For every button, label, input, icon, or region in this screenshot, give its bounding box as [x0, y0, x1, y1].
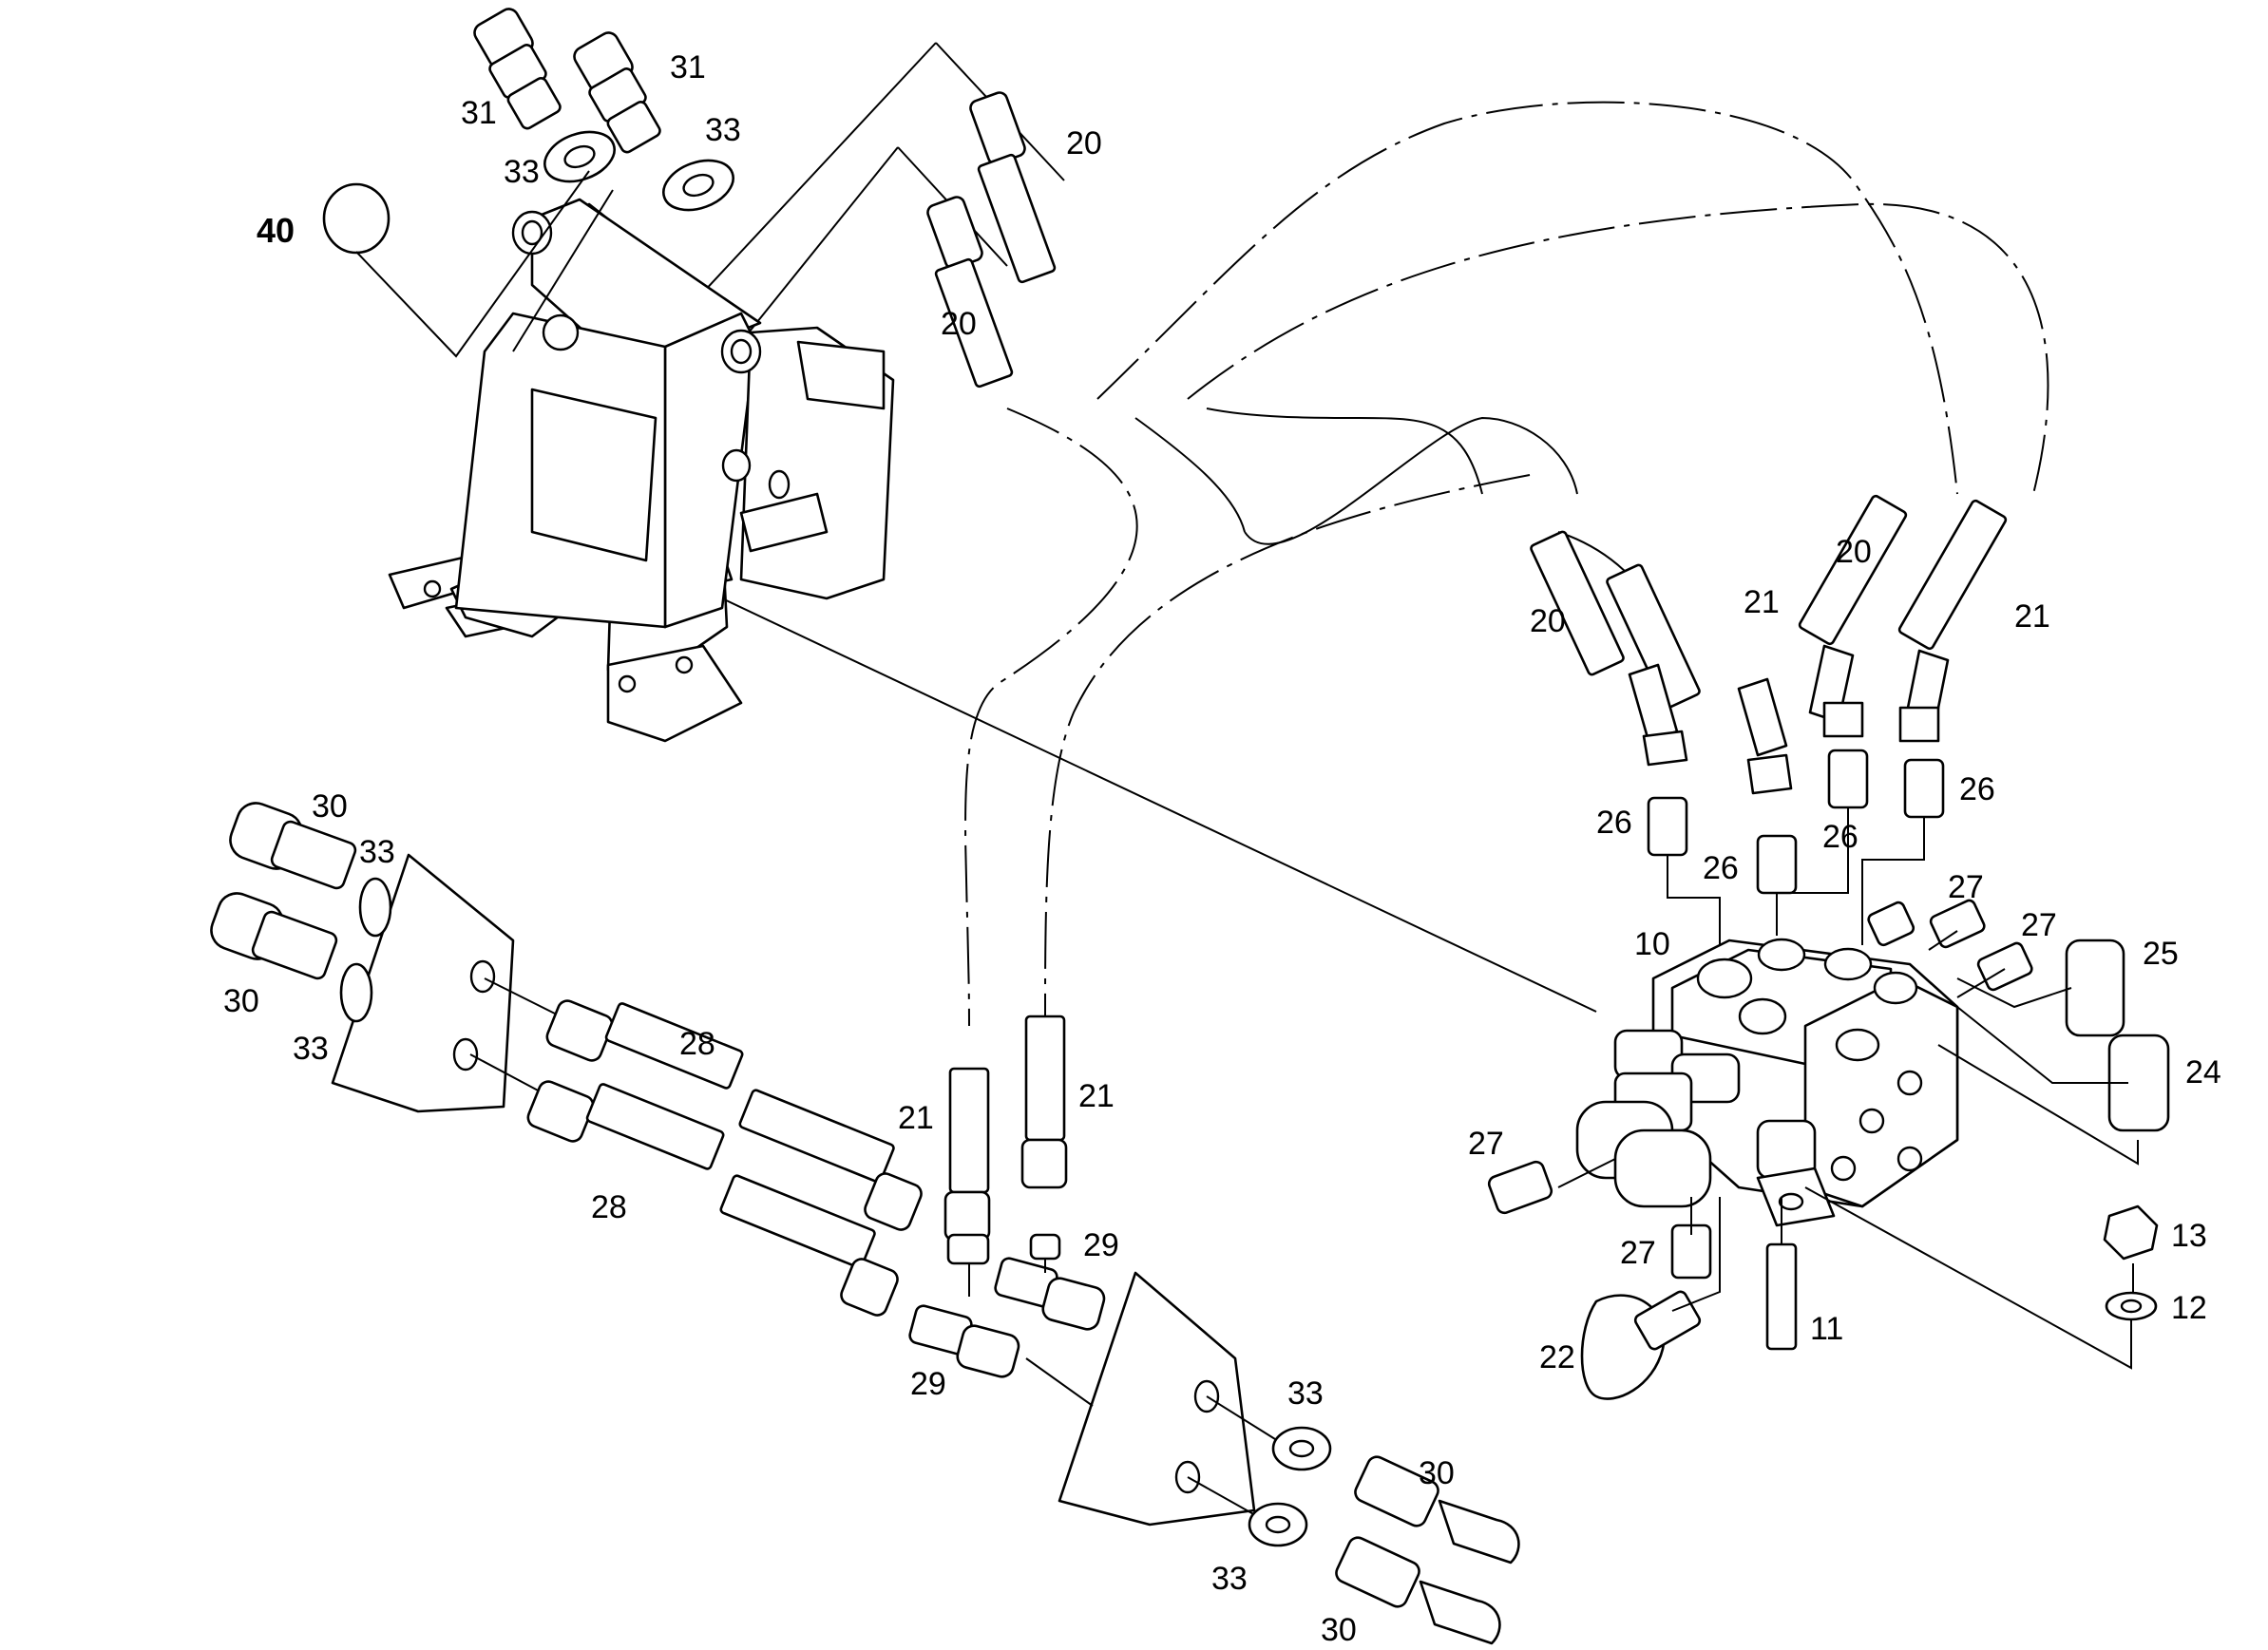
callout-28: 28 — [591, 1189, 627, 1225]
callout-33: 33 — [1287, 1375, 1324, 1412]
top-couplings — [322, 8, 734, 358]
callout-20: 20 — [1836, 534, 1872, 570]
callout-20: 20 — [1530, 603, 1566, 639]
callout-12: 12 — [2171, 1290, 2207, 1326]
callout-27: 27 — [1468, 1126, 1504, 1162]
callout-30: 30 — [312, 788, 348, 825]
callout-26: 26 — [1822, 819, 1858, 855]
callout-21: 21 — [1078, 1078, 1115, 1114]
callout-21: 21 — [1744, 584, 1780, 620]
callout-21: 21 — [898, 1100, 934, 1136]
callout-26: 26 — [1703, 850, 1739, 886]
callout-26: 26 — [1596, 805, 1632, 841]
callout-26: 26 — [1959, 771, 1995, 807]
callout-30: 30 — [223, 983, 259, 1019]
callout-29: 29 — [910, 1366, 946, 1402]
callout-31: 31 — [461, 95, 497, 131]
hoses-21-and-fittings-29 — [908, 1015, 1106, 1378]
callout-30: 30 — [1419, 1455, 1455, 1491]
adapters-26 — [1647, 749, 1945, 969]
quick-coupling-31b — [573, 31, 661, 154]
left-bulkhead-plate — [210, 802, 515, 1113]
callout-21: 21 — [2014, 598, 2050, 635]
callout-27: 27 — [1620, 1235, 1656, 1271]
callout-labels: 40 31 31 33 33 20 20 20 21 20 21 26 26 2… — [223, 49, 2221, 1648]
callout-29: 29 — [1083, 1227, 1119, 1263]
callout-33: 33 — [1211, 1561, 1248, 1597]
right-bulkhead-plate — [1025, 1271, 1520, 1645]
mounting-frame — [388, 198, 895, 743]
callout-28: 28 — [679, 1026, 715, 1062]
callout-27: 27 — [1948, 869, 1984, 905]
quick-coupling-31a — [473, 8, 562, 130]
upper-hoses-20 — [926, 91, 1057, 389]
callout-31: 31 — [670, 49, 706, 85]
callout-24: 24 — [2185, 1054, 2221, 1091]
callout-33: 33 — [359, 834, 395, 870]
cap-40 — [322, 182, 391, 255]
hoses-28 — [469, 977, 923, 1317]
callout-20: 20 — [941, 306, 977, 342]
control-valve-10 — [1487, 899, 2170, 1400]
callout-27: 27 — [2021, 907, 2057, 943]
callout-33: 33 — [504, 154, 540, 190]
callout-25: 25 — [2143, 936, 2179, 972]
callout-33: 33 — [705, 112, 741, 148]
callout-33: 33 — [293, 1031, 329, 1067]
callout-30: 30 — [1321, 1612, 1357, 1648]
right-hoses — [1530, 494, 2008, 795]
callout-20: 20 — [1066, 125, 1102, 161]
callout-10: 10 — [1634, 926, 1670, 962]
callout-11: 11 — [1810, 1311, 1843, 1347]
callout-40: 40 — [257, 211, 295, 250]
callout-22: 22 — [1539, 1339, 1575, 1375]
callout-13: 13 — [2171, 1218, 2207, 1254]
